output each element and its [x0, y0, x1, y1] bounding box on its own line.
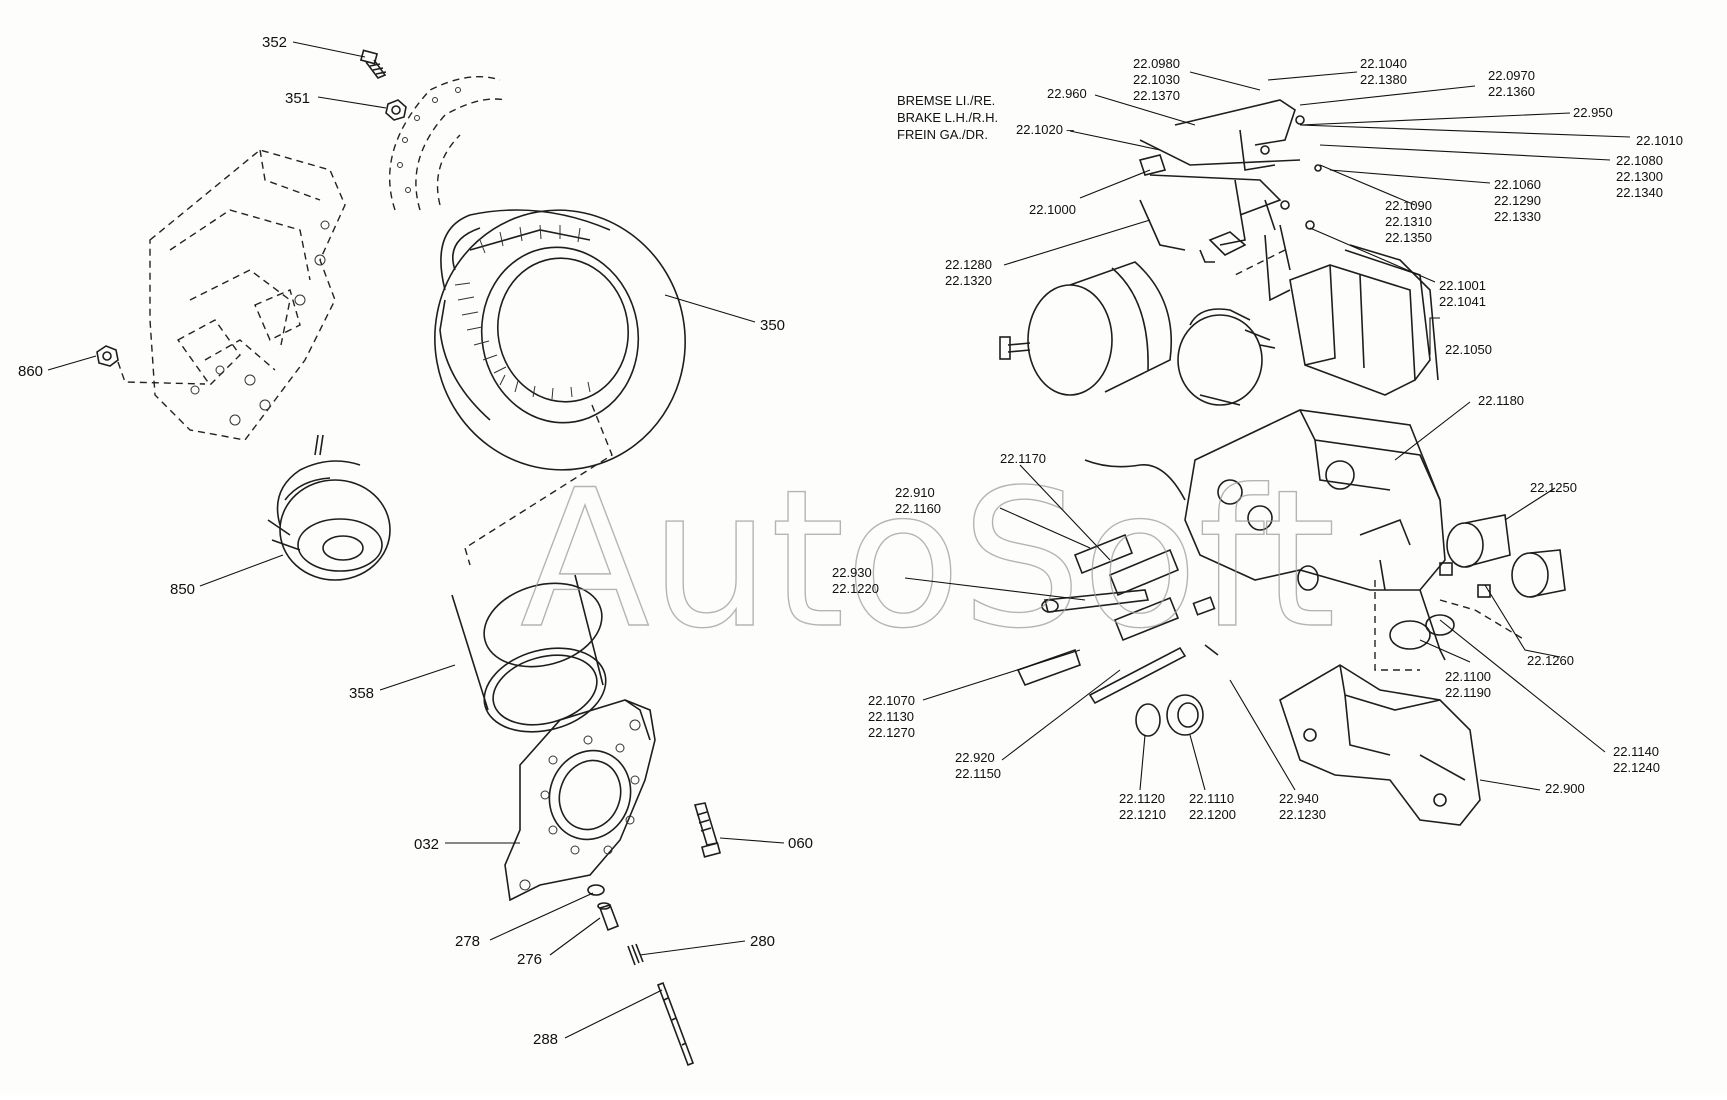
caliper-housing-drawing	[1184, 409, 1446, 661]
small-parts-drawing	[587, 884, 695, 1067]
label-22-960: 22.960	[1047, 86, 1087, 101]
label-22-1120: 22.1120	[1119, 791, 1165, 806]
label-032: 032	[414, 836, 439, 853]
label-22-1040: 22.1040	[1360, 56, 1407, 71]
tone-ring-358-drawing	[451, 574, 607, 733]
caption-line-1: BREMSE LI./RE.	[897, 93, 995, 108]
brake-chamber-850-drawing	[267, 434, 391, 581]
label-22-1190: 22.1190	[1445, 685, 1491, 700]
label-22-1140: 22.1140	[1613, 744, 1659, 759]
label-22-1380: 22.1380	[1360, 72, 1407, 87]
label-22-1220: 22.1220	[832, 581, 879, 596]
brake-cylinder-drawing	[999, 261, 1173, 396]
right-dashed-links	[1234, 249, 1526, 671]
watermark-text: AutoSoft	[520, 449, 1336, 670]
axle-housing-holes	[190, 220, 330, 426]
label-278: 278	[455, 933, 480, 950]
hub-flange-drawing	[388, 75, 506, 211]
label-22-1210: 22.1210	[1119, 807, 1166, 822]
hub-flange-holes	[397, 87, 461, 193]
label-22-1090: 22.1090	[1385, 198, 1432, 213]
label-22-1130: 22.1130	[868, 709, 914, 724]
label-22-1280: 22.1280	[945, 257, 992, 272]
label-288: 288	[533, 1031, 558, 1048]
label-22-930: 22.930	[832, 565, 872, 580]
label-22-940: 22.940	[1279, 791, 1319, 806]
label-22-0980: 22.0980	[1133, 56, 1180, 71]
label-22-1110: 22.1110	[1189, 791, 1234, 806]
label-350: 350	[760, 317, 785, 334]
label-22-1000: 22.1000	[1029, 202, 1076, 217]
label-22-1020: 22.1020 –	[1016, 122, 1075, 137]
leader-860-dashed	[117, 361, 206, 385]
bolt-352-drawing	[359, 49, 387, 79]
label-22-1300: 22.1300	[1616, 169, 1663, 184]
label-22-1290: 22.1290	[1494, 193, 1541, 208]
label-22-1030: 22.1030	[1133, 72, 1180, 87]
label-860: 860	[18, 363, 43, 380]
caption-line-2: BRAKE L.H./R.H.	[897, 110, 998, 125]
label-22-1170: 22.1170	[1000, 451, 1046, 466]
label-22-1240: 22.1240	[1613, 760, 1660, 775]
label-22-1160: 22.1160	[895, 501, 941, 516]
label-276: 276	[517, 951, 542, 968]
leader-lines	[47, 41, 1631, 1039]
axle-housing-drawing	[149, 149, 346, 441]
label-22-1320: 22.1320	[945, 273, 992, 288]
label-22-1080: 22.1080	[1616, 153, 1663, 168]
sensor-wire-drawing	[1084, 459, 1186, 501]
label-22-1070: 22.1070	[868, 693, 915, 708]
label-358: 358	[349, 685, 374, 702]
label-22-910: 22.910	[895, 485, 935, 500]
label-22-1200: 22.1200	[1189, 807, 1236, 822]
label-22-950: 22.950	[1573, 105, 1613, 120]
actuator-drawing	[1177, 224, 1291, 406]
label-22-1270: 22.1270	[868, 725, 915, 740]
label-22-1370: 22.1370	[1133, 88, 1180, 103]
label-850: 850	[170, 581, 195, 598]
label-22-1050: 22.1050	[1445, 342, 1492, 357]
label-22-920: 22.920	[955, 750, 995, 765]
label-280: 280	[750, 933, 775, 950]
label-22-1060: 22.1060	[1494, 177, 1541, 192]
seals-and-rings-drawing	[1135, 565, 1455, 737]
label-22-1010: 22.1010	[1636, 133, 1683, 148]
label-352: 352	[262, 34, 287, 51]
disc-to-ring-dashed	[464, 404, 613, 566]
label-22-1250: 22.1250	[1530, 480, 1577, 495]
carrier-22900-drawing	[1279, 664, 1481, 826]
caption-line-3: FREIN GA./DR.	[897, 127, 988, 142]
boots-drawing	[1439, 514, 1566, 598]
label-22-0970: 22.0970	[1488, 68, 1535, 83]
guide-pins-drawing	[1016, 533, 1219, 705]
label-060: 060	[788, 835, 813, 852]
brake-pads-drawing	[1289, 244, 1439, 396]
anchor-plate-holes	[519, 719, 641, 891]
bolt-060-drawing	[693, 802, 722, 858]
label-22-1310: 22.1310	[1385, 214, 1432, 229]
brake-caption: BREMSE LI./RE. BRAKE L.H./R.H. FREIN GA.…	[897, 93, 998, 142]
label-22-1041: 22.1041	[1439, 294, 1486, 309]
nut-860-drawing	[96, 345, 119, 367]
label-22-900: 22.900	[1545, 781, 1585, 796]
nut-351-drawing	[385, 99, 407, 121]
label-22-1100: 22.1100	[1445, 669, 1491, 684]
brake-disc-350-drawing	[434, 209, 686, 471]
label-22-1260: 22.1260	[1527, 653, 1574, 668]
label-22-1330: 22.1330	[1494, 209, 1541, 224]
label-22-1340: 22.1340	[1616, 185, 1663, 200]
wear-sensor-bracket-drawing	[1138, 99, 1322, 263]
label-22-1230: 22.1230	[1279, 807, 1326, 822]
label-22-1180: 22.1180	[1478, 393, 1524, 408]
label-351: 351	[285, 90, 310, 107]
part-labels: 352 351 860 350 850 358 032 060 278 276 …	[18, 34, 1683, 1048]
brake-disc-vents	[454, 224, 591, 400]
label-22-1150: 22.1150	[955, 766, 1001, 781]
label-22-1360: 22.1360	[1488, 84, 1535, 99]
label-22-1350: 22.1350	[1385, 230, 1432, 245]
anchor-plate-032-drawing	[504, 699, 656, 902]
label-22-1001: 22.1001	[1439, 278, 1486, 293]
